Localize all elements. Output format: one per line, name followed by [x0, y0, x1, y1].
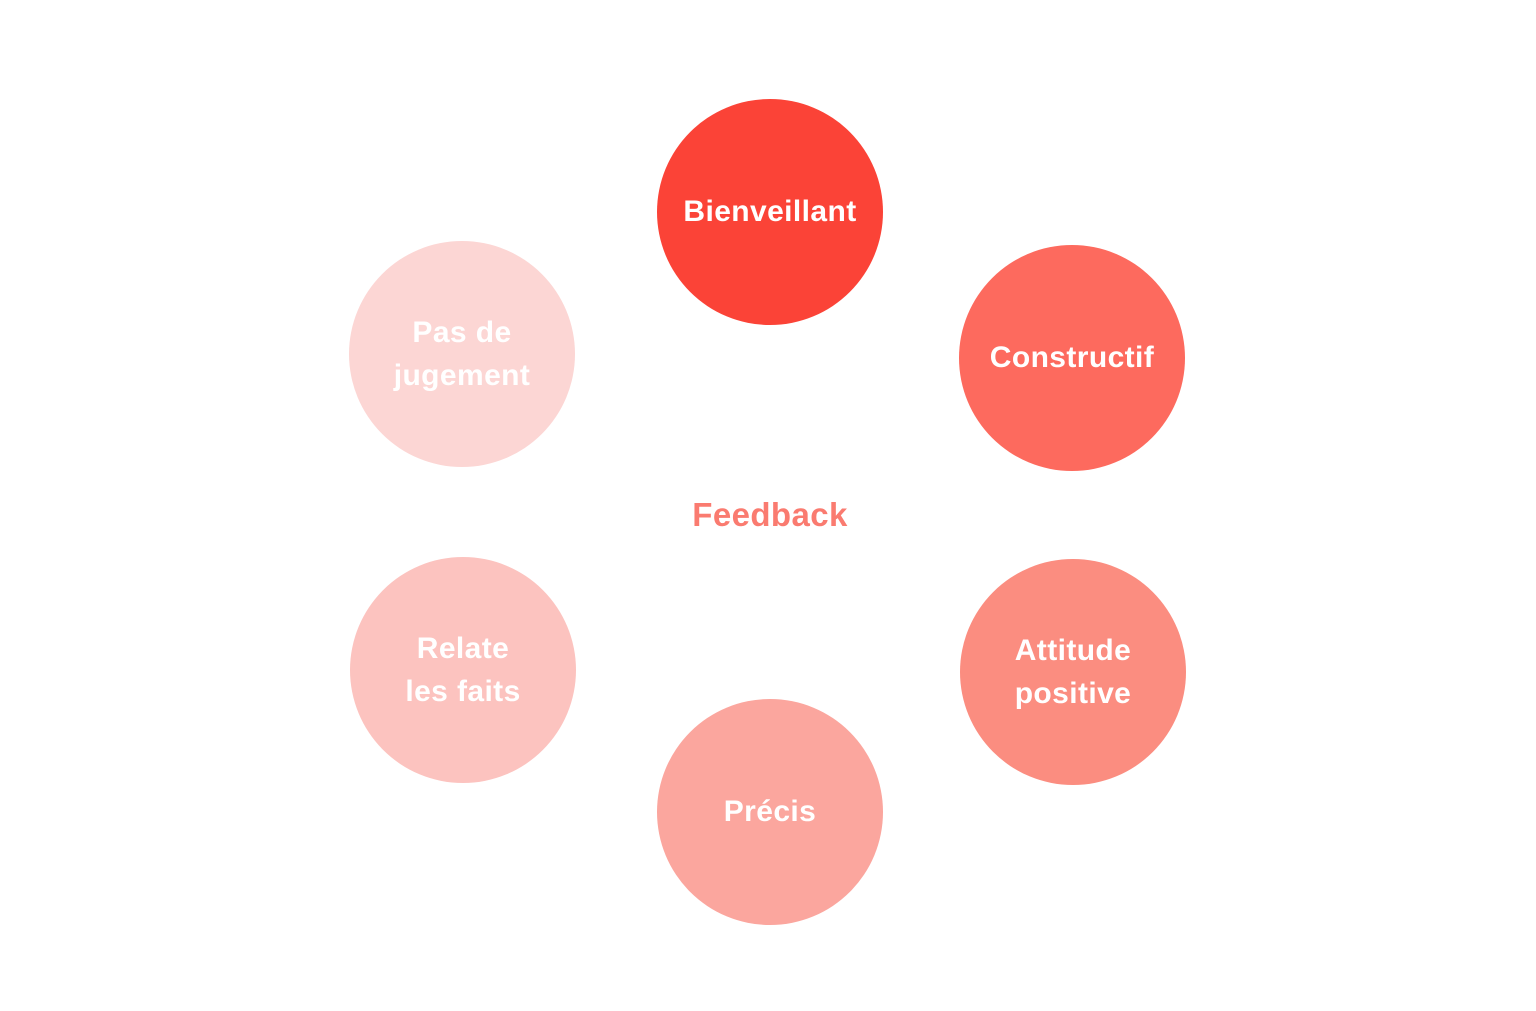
diagram-title: Feedback — [692, 496, 848, 533]
circle-relate-les-faits: Relate les faits — [350, 557, 576, 783]
circle-bienveillant: Bienveillant — [657, 99, 883, 325]
circle-constructif: Constructif — [959, 245, 1185, 471]
circle-pas-de-jugement: Pas de jugement — [349, 241, 575, 467]
circle-attitude-positive: Attitude positive — [960, 559, 1186, 785]
circle-precis: Précis — [657, 699, 883, 925]
